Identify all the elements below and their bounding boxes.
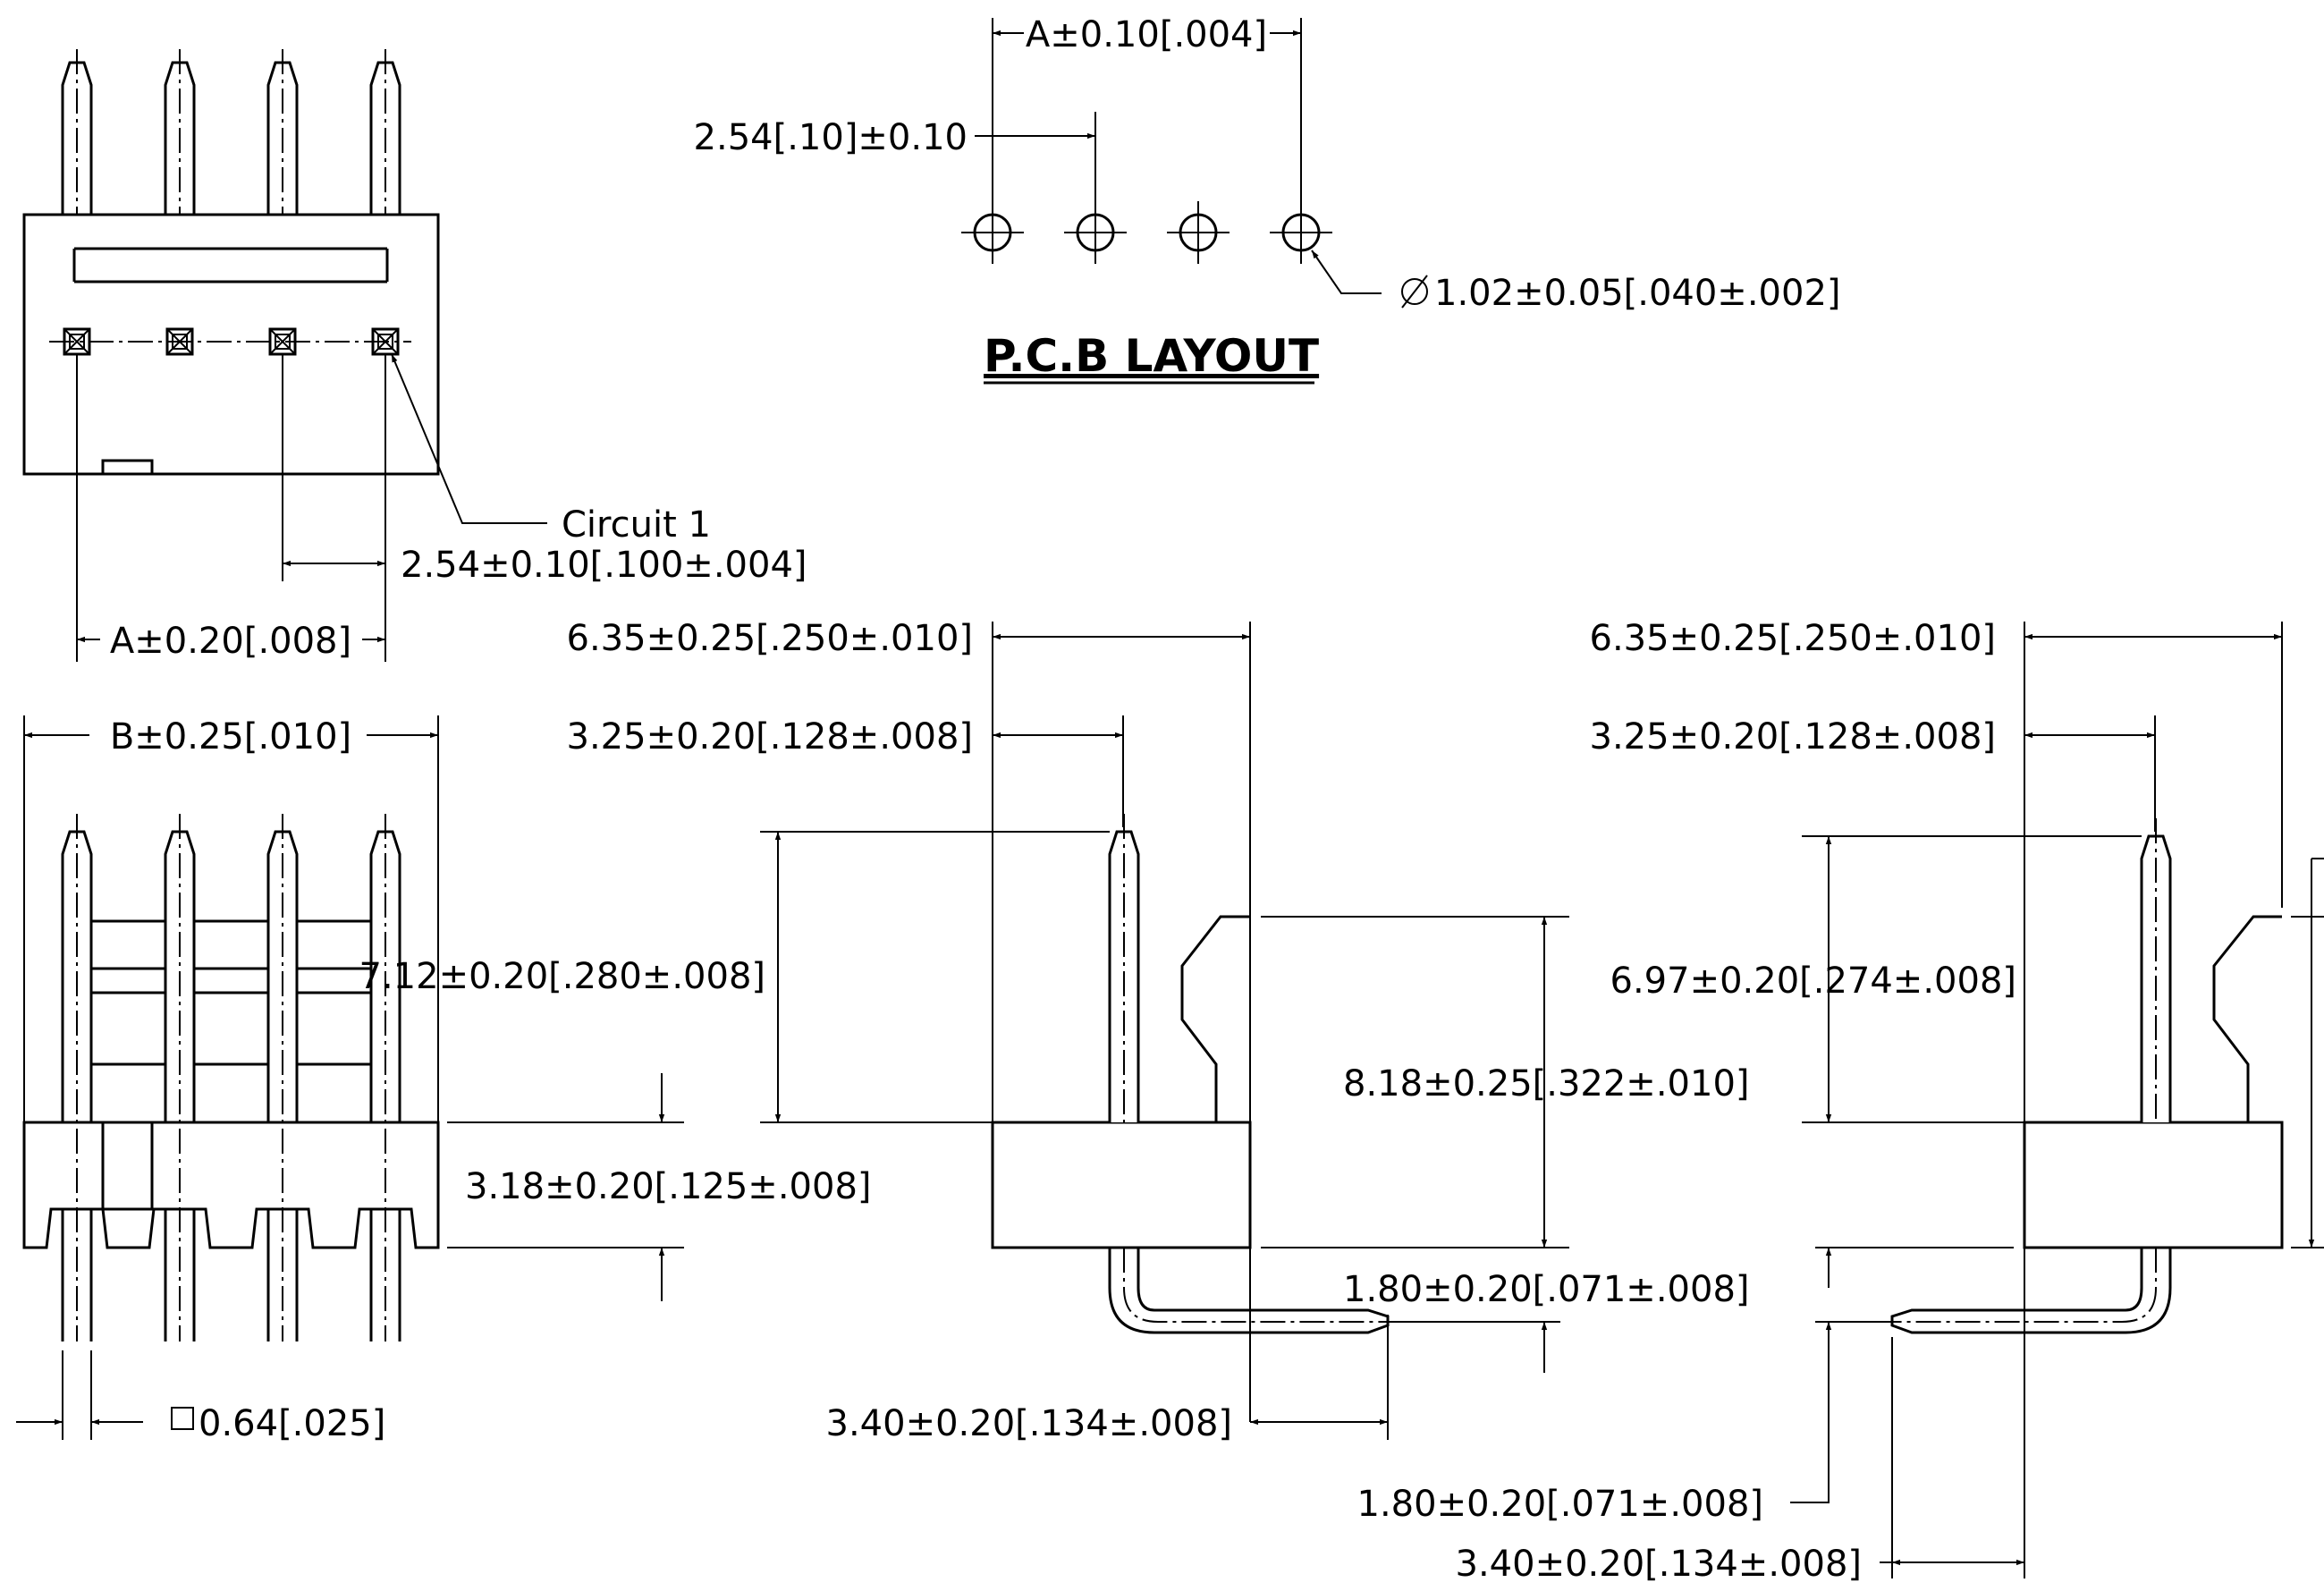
circuit-1-label: Circuit 1	[562, 504, 711, 546]
top-view: Circuit 1 2.54±0.10[.100±.004] A±0.20[.0…	[22, 49, 807, 662]
front-view: B±0.25[.010]	[16, 715, 872, 1444]
diameter-icon	[1401, 275, 1428, 309]
pcb-layout-title: P.C.B LAYOUT	[984, 330, 1319, 382]
pcb-A-dimension: A±0.10[.004]	[1026, 14, 1267, 55]
pcb-hole-dimension: 1.02±0.05[.040±.002]	[1434, 273, 1841, 314]
right-pin-height-dimension: 6.97±0.20[.274±.008]	[1610, 961, 2017, 1002]
left-pin-height-dimension: 7.12±0.20[.280±.008]	[359, 956, 766, 997]
left-bend-dimension: 1.80±0.20[.071±.008]	[1343, 1269, 1750, 1310]
left-tail-dimension: 3.40±0.20[.134±.008]	[826, 1403, 1233, 1444]
side-view-right: 6.35±0.25[.250±.010] 3.25±0.20[.128±.008…	[1357, 618, 2324, 1585]
right-tail-dimension: 3.40±0.20[.134±.008]	[1456, 1544, 1863, 1585]
side-view-left: 6.35±0.25[.250±.010] 3.25±0.20[.128±.008…	[359, 618, 1750, 1444]
right-width-dimension: 6.35±0.25[.250±.010]	[1590, 618, 1997, 659]
square-icon	[171, 1407, 194, 1430]
right-bend-dimension: 1.80±0.20[.071±.008]	[1357, 1484, 1764, 1525]
pcb-holes	[961, 201, 1332, 264]
front-base-height-dimension: 3.18±0.20[.125±.008]	[465, 1166, 872, 1207]
left-pin-offset-dimension: 3.25±0.20[.128±.008]	[567, 716, 974, 757]
top-pitch-dimension: 2.54±0.10[.100±.004]	[401, 545, 807, 586]
left-total-height-dimension: 8.18±0.25[.322±.010]	[1343, 1063, 1750, 1104]
right-pin-offset-dimension: 3.25±0.20[.128±.008]	[1590, 716, 1997, 757]
pcb-layout: A±0.10[.004] 2.54[.10]±0.10 1.02±0.05[.0…	[694, 14, 1841, 385]
front-pin-square-dimension: 0.64[.025]	[199, 1403, 385, 1444]
front-B-dimension: B±0.25[.010]	[110, 716, 351, 757]
top-A-dimension: A±0.20[.008]	[110, 621, 351, 662]
pcb-pitch-dimension: 2.54[.10]±0.10	[694, 117, 968, 158]
left-width-dimension: 6.35±0.25[.250±.010]	[567, 618, 974, 659]
